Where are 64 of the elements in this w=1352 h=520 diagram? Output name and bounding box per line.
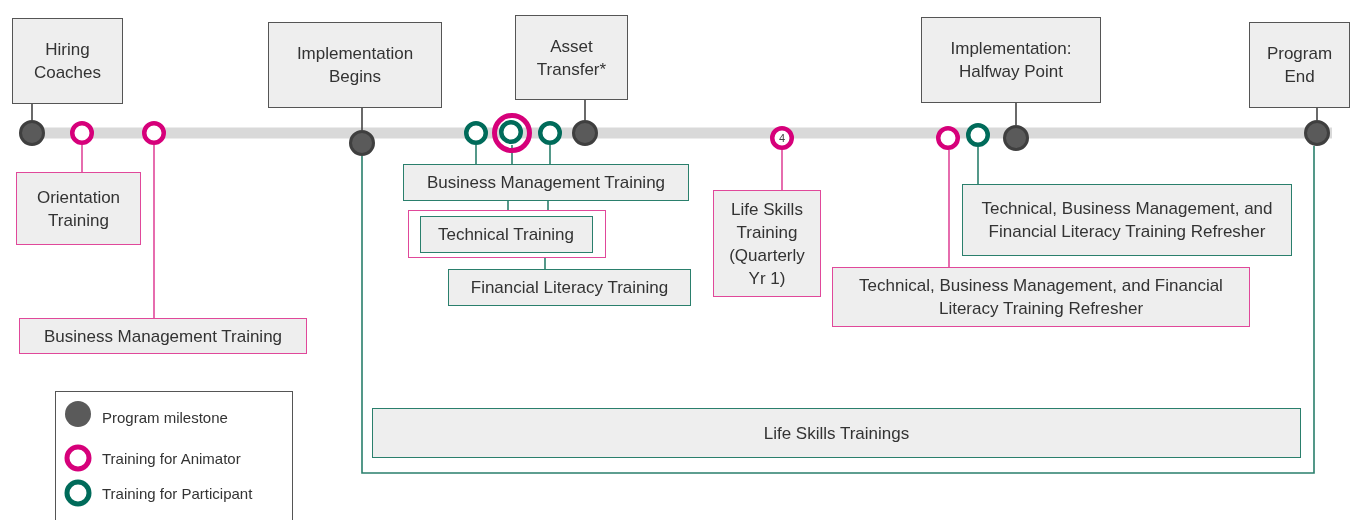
box-label: Hiring Coaches bbox=[32, 39, 103, 84]
participant-training-marker bbox=[538, 121, 562, 145]
box-label: Business Management Training bbox=[425, 172, 667, 194]
animator-training-marker bbox=[770, 126, 794, 150]
milestone-marker bbox=[1304, 120, 1330, 146]
leader-line bbox=[584, 99, 586, 121]
animator-training-marker bbox=[492, 113, 532, 153]
animator-training-box bbox=[832, 267, 1250, 327]
leader-line bbox=[977, 146, 979, 185]
animator-training-box bbox=[19, 318, 307, 354]
leader-line bbox=[544, 257, 546, 270]
leader-line bbox=[511, 144, 513, 165]
milestone-box bbox=[268, 22, 442, 108]
box-label: Program End bbox=[1265, 43, 1334, 88]
participant-training-box bbox=[448, 269, 691, 306]
leader-line bbox=[549, 144, 551, 165]
animator-training-marker bbox=[142, 121, 166, 145]
animator-training-marker bbox=[936, 126, 960, 150]
milestone-box bbox=[12, 18, 123, 104]
leader-line bbox=[31, 103, 33, 121]
participant-training-marker bbox=[464, 121, 488, 145]
milestone-box bbox=[1249, 22, 1350, 108]
box-label: Implementation: Halfway Point bbox=[949, 38, 1073, 83]
box-label: Implementation Begins bbox=[295, 43, 415, 88]
box-label: Business Management Training bbox=[42, 325, 284, 348]
participant-training-box bbox=[372, 408, 1301, 458]
box-label: Financial Literacy Training bbox=[469, 277, 670, 299]
box-label: Asset Transfer* bbox=[535, 35, 608, 81]
box-label: Technical, Business Management, and Financial Literacy Training Refresher bbox=[980, 198, 1274, 243]
animator-training-frame bbox=[408, 210, 606, 258]
leader-line bbox=[781, 149, 783, 191]
session-count: 4 bbox=[778, 132, 786, 144]
participant-training-box bbox=[403, 164, 689, 201]
box-label: Life Skills Trainings bbox=[762, 422, 911, 445]
box-label: Technical, Business Management, and Financial Literacy Training Refresher bbox=[858, 275, 1224, 320]
participant-training-box bbox=[419, 215, 593, 253]
milestone-box bbox=[921, 17, 1101, 103]
leader-line bbox=[547, 200, 549, 211]
leader-line bbox=[948, 149, 950, 268]
milestone-marker bbox=[572, 120, 598, 146]
leader-line bbox=[153, 144, 155, 319]
animator-training-marker bbox=[70, 121, 94, 145]
animator-training-box bbox=[16, 172, 141, 245]
bracket-line bbox=[361, 145, 1315, 474]
box-label: Technical Training bbox=[436, 223, 576, 246]
milestone-marker bbox=[1003, 125, 1029, 151]
legend-label: Training for Participant bbox=[102, 485, 253, 502]
milestone-marker bbox=[349, 130, 375, 156]
leader-line bbox=[1015, 102, 1017, 126]
leader-line bbox=[1316, 107, 1318, 121]
participant-training-marker bbox=[498, 119, 523, 144]
legend-label: Program milestone bbox=[102, 409, 228, 426]
box-label: Orientation Training bbox=[35, 186, 122, 232]
legend-label: Training for Animator bbox=[102, 450, 241, 467]
milestone-marker bbox=[19, 120, 45, 146]
leader-line bbox=[361, 107, 363, 131]
participant-training-box bbox=[962, 184, 1292, 256]
milestone-box bbox=[515, 15, 628, 100]
leader-line bbox=[507, 200, 509, 211]
leader-line bbox=[475, 144, 477, 165]
animator-training-box bbox=[713, 190, 821, 297]
participant-training-marker bbox=[966, 123, 990, 147]
box-label: Life Skills Training (Quarterly Yr 1) bbox=[728, 198, 806, 290]
leader-line bbox=[81, 144, 83, 173]
